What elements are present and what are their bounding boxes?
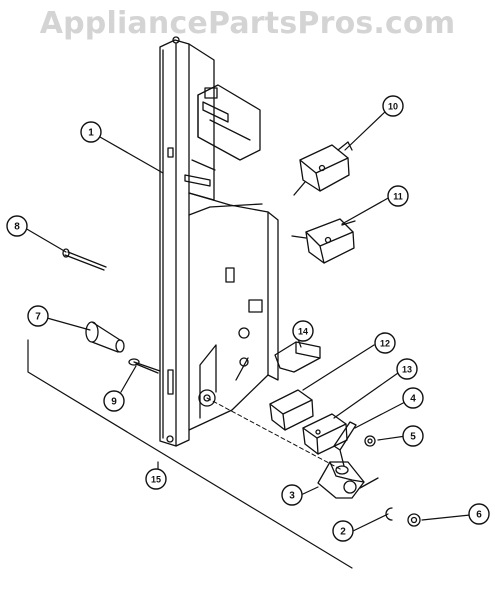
callout-label: 11 <box>393 192 403 202</box>
callout-label: 5 <box>410 432 416 443</box>
callout-label: 3 <box>289 491 295 502</box>
part-1-bracket <box>159 36 190 447</box>
callout-label: 7 <box>35 312 41 323</box>
callout-circle <box>402 425 424 447</box>
callout-circle <box>6 215 28 237</box>
callout-5: 5 <box>402 425 424 447</box>
watermark: AppliancePartsPros.com <box>39 6 456 41</box>
part-9-screw <box>128 358 161 374</box>
callout-circle <box>292 320 314 342</box>
part-14-insulator <box>274 341 321 373</box>
part-12-switch <box>269 389 314 431</box>
callout-circle <box>332 520 354 542</box>
callout-4: 4 <box>402 387 424 409</box>
callout-label: 1 <box>88 128 94 139</box>
callout-7: 7 <box>27 305 49 327</box>
callout-15: 15 <box>145 468 167 490</box>
callout-circle <box>281 484 303 506</box>
callout-circle <box>402 387 424 409</box>
callout-11: 11 <box>387 185 409 207</box>
part-2-clip <box>385 507 393 521</box>
callout-label: 4 <box>410 394 416 405</box>
control-housing <box>188 43 279 431</box>
callout-label: 12 <box>380 339 390 349</box>
part-13-switch <box>302 413 348 455</box>
callout-circle <box>374 332 396 354</box>
callout-3: 3 <box>281 484 303 506</box>
callout-1: 1 <box>80 121 102 143</box>
callout-circle <box>27 305 49 327</box>
callout-label: 2 <box>340 527 346 538</box>
callout-circle <box>103 390 125 412</box>
callout-circle <box>387 185 409 207</box>
callout-label: 13 <box>402 365 412 375</box>
part-3-actuator <box>317 461 379 499</box>
part-11-switch <box>291 218 356 264</box>
callout-circle <box>80 121 102 143</box>
upper-switch-bank <box>184 84 261 187</box>
part-6-nut <box>407 513 421 527</box>
callout-14: 14 <box>292 320 314 342</box>
callout-label: 10 <box>388 102 398 112</box>
callout-label: 15 <box>151 475 161 485</box>
part-7-pin <box>85 321 125 353</box>
callout-label: 6 <box>476 510 482 521</box>
callout-circle <box>382 95 404 117</box>
callout-label: 8 <box>14 222 20 233</box>
callout-8: 8 <box>6 215 28 237</box>
callout-6: 6 <box>468 503 490 525</box>
callout-9: 9 <box>103 390 125 412</box>
callout-13: 13 <box>396 358 418 380</box>
callout-label: 14 <box>298 327 308 337</box>
callout-10: 10 <box>382 95 404 117</box>
part-4-lever <box>333 421 357 467</box>
callout-circle <box>468 503 490 525</box>
part-10-switch <box>293 141 353 196</box>
callout-12: 12 <box>374 332 396 354</box>
callout-label: 9 <box>111 397 117 408</box>
callout-circle <box>396 358 418 380</box>
callout-circle <box>145 468 167 490</box>
callout-2: 2 <box>332 520 354 542</box>
part-8-screw <box>62 248 107 271</box>
part-5-nut <box>364 435 376 447</box>
